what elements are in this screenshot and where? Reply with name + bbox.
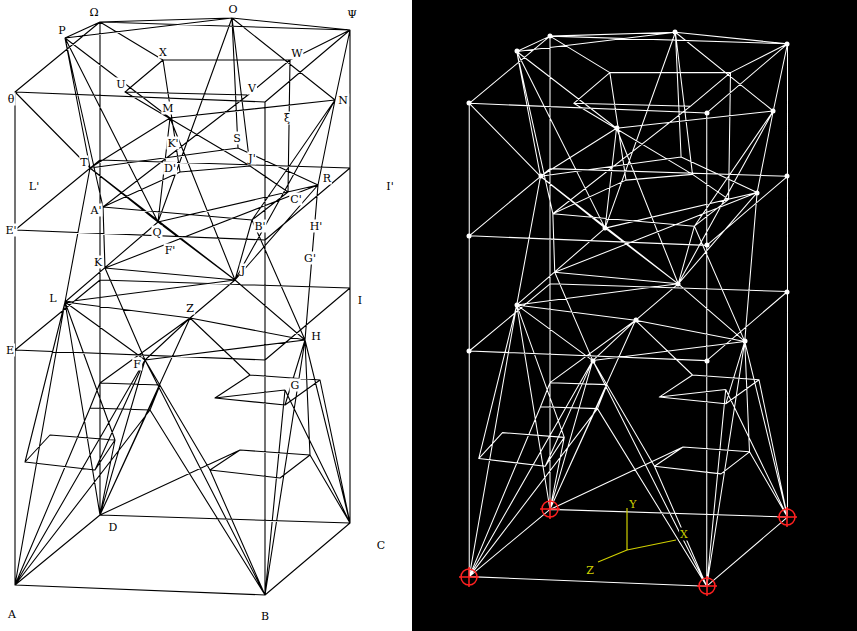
point-label: U <box>115 78 126 91</box>
point-label: D <box>108 521 119 534</box>
wireframe-truss <box>469 32 787 586</box>
axis-label: Z <box>585 564 595 577</box>
hand-drawn-truss <box>15 18 350 595</box>
point-label: Ω <box>88 6 99 19</box>
support-symbols <box>459 499 797 596</box>
point-label: J' <box>247 152 256 165</box>
wireframe-joints <box>467 30 790 364</box>
point-label: H' <box>309 220 324 233</box>
point-label: θ <box>7 93 16 106</box>
axis-label: Y <box>628 498 637 511</box>
point-label: P <box>57 24 66 37</box>
point-label: G' <box>303 252 317 265</box>
point-label: I <box>357 294 363 307</box>
point-label: O <box>227 3 238 16</box>
point-label: N <box>337 94 349 107</box>
point-label: A' <box>90 204 103 217</box>
point-label: J <box>240 264 246 277</box>
point-label: T <box>79 156 88 169</box>
point-label: A <box>7 608 17 621</box>
point-label: ξ <box>283 112 291 125</box>
axis-label: X <box>679 528 689 541</box>
axis-triad <box>598 508 676 562</box>
point-label: Z <box>185 302 195 315</box>
point-label: H <box>310 330 322 343</box>
point-label: Ψ <box>346 8 358 21</box>
point-label: D' <box>163 162 177 175</box>
point-label: F <box>132 358 142 371</box>
point-label: C' <box>289 193 302 206</box>
point-label: K <box>93 256 103 269</box>
point-label: S <box>232 132 242 145</box>
point-label: M <box>161 102 174 115</box>
point-label: K' <box>166 137 179 150</box>
point-label: G <box>290 379 301 392</box>
point-label: F' <box>164 244 177 257</box>
point-label: L' <box>28 180 40 193</box>
point-label: L <box>48 292 57 305</box>
point-label: B' <box>253 220 266 233</box>
point-label: Q <box>151 226 162 239</box>
point-label: X <box>158 46 168 59</box>
point-label: B <box>260 610 270 623</box>
point-label: I' <box>385 180 394 193</box>
point-label: R <box>322 172 332 185</box>
point-label: V <box>247 82 257 95</box>
point-label: C <box>376 539 386 552</box>
point-label: E <box>5 344 15 357</box>
point-label: W <box>290 47 303 60</box>
paper-ground <box>0 0 410 631</box>
screen-ground <box>412 0 857 631</box>
point-label: E' <box>4 224 17 237</box>
